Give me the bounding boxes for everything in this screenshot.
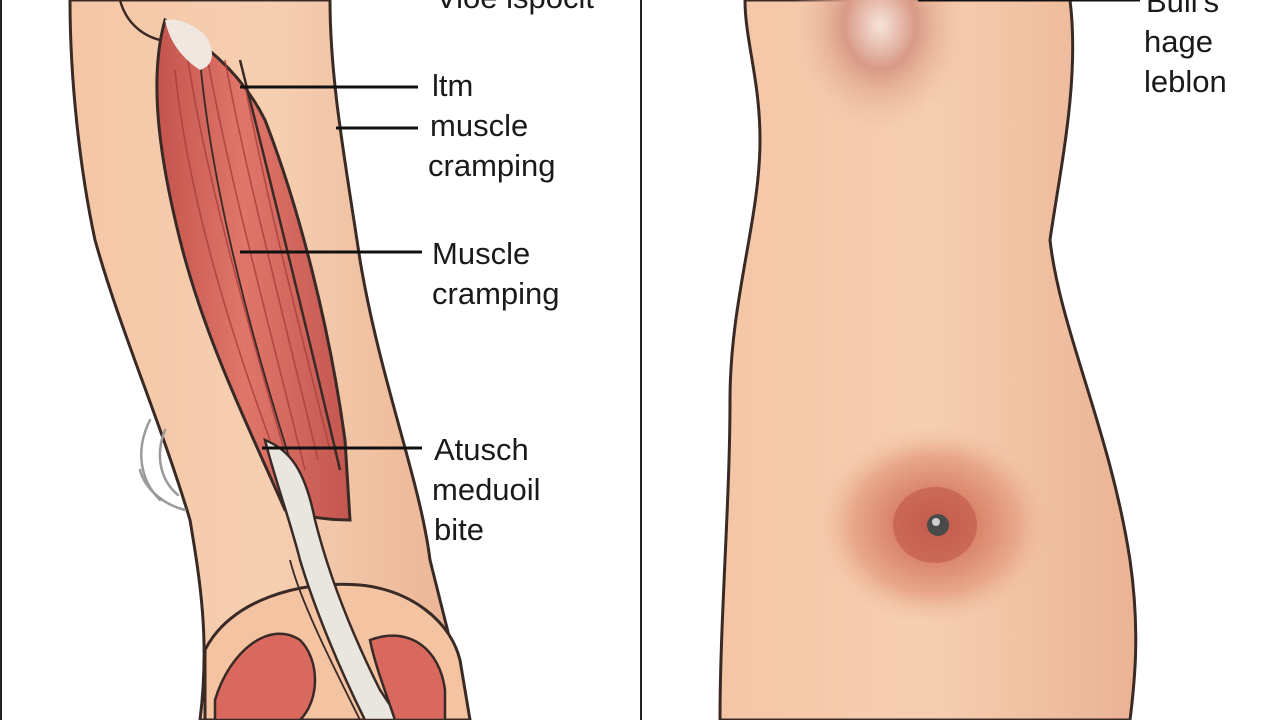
skin-torso-drawing bbox=[718, 0, 1140, 720]
top-caption: Vioe ispocit bbox=[436, 0, 594, 18]
forearm-tendon bbox=[263, 437, 402, 720]
label-1-line-3: cramping bbox=[428, 148, 556, 183]
forearm-drawing bbox=[68, 0, 472, 720]
label-3-line-1: Atusch bbox=[434, 432, 529, 467]
label-1-line-2: muscle bbox=[430, 108, 529, 143]
label-3-line-2: meduoil bbox=[432, 472, 541, 507]
right-label-line-2: hage bbox=[1144, 24, 1213, 59]
label-2-line-2: cramping bbox=[432, 276, 560, 311]
label-1-line-1: ltm bbox=[432, 68, 474, 103]
left-frame-line bbox=[0, 0, 2, 720]
right-label-line-1: Buli's bbox=[1146, 0, 1220, 19]
label-3-line-3: bite bbox=[434, 512, 484, 547]
right-label-line-3: leblon bbox=[1144, 64, 1227, 99]
label-2-line-1: Muscle bbox=[432, 236, 531, 271]
panel-divider bbox=[640, 0, 642, 720]
